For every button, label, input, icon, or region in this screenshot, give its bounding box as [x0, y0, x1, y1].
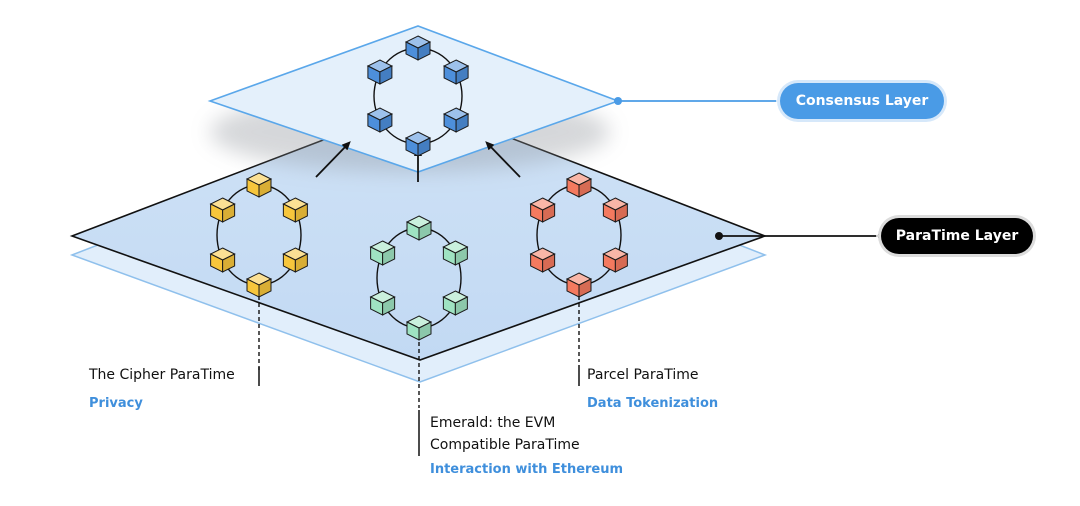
consensus-node-ring	[366, 35, 470, 157]
emerald-node-cube	[369, 240, 396, 266]
cipher-node-ring	[209, 172, 309, 298]
consensus-connector-dot-start	[614, 97, 622, 105]
parcel-node-cube	[602, 197, 629, 223]
parcel-node-cube	[529, 247, 556, 273]
consensus-node-cube	[404, 131, 432, 157]
parcel-paratime-tagline: Data Tokenization	[587, 396, 719, 411]
emerald-node-ring	[369, 215, 469, 341]
emerald-paratime-label-line2: Compatible ParaTime	[430, 437, 580, 453]
consensus-layer-badge: Consensus Layer	[780, 83, 944, 119]
parcel-node-cube	[565, 172, 593, 198]
emerald-node-cube	[405, 215, 433, 241]
consensus-node-cube	[366, 59, 394, 85]
cipher-paratime-tagline: Privacy	[89, 396, 143, 411]
arrow-parcel-to-consensus	[485, 141, 521, 178]
consensus-node-cube	[442, 107, 470, 133]
parcel-node-cube	[602, 247, 629, 273]
emerald-node-cube	[442, 290, 469, 316]
consensus-node-cube	[366, 107, 394, 133]
emerald-node-cube	[442, 240, 469, 266]
emerald-node-cube	[405, 315, 433, 341]
parcel-node-ring	[529, 172, 629, 298]
consensus-node-cube	[404, 35, 432, 61]
paratime-connector-dot-start	[715, 232, 723, 240]
emerald-node-cube	[369, 290, 396, 316]
cipher-node-cube	[282, 197, 309, 223]
emerald-paratime-tagline: Interaction with Ethereum	[430, 462, 624, 477]
cipher-node-cube	[209, 247, 236, 273]
parcel-node-cube	[565, 272, 593, 298]
cipher-node-cube	[209, 197, 236, 223]
paratime-layer-badge: ParaTime Layer	[881, 218, 1033, 254]
cipher-node-cube	[282, 247, 309, 273]
cipher-paratime-label: The Cipher ParaTime	[89, 367, 235, 383]
parcel-paratime-label: Parcel ParaTime	[587, 367, 699, 383]
cipher-node-cube	[245, 272, 273, 298]
emerald-paratime-label-line1: Emerald: the EVM	[430, 415, 556, 431]
arrow-cipher-to-consensus	[315, 141, 351, 178]
cipher-node-cube	[245, 172, 273, 198]
parcel-node-cube	[529, 197, 556, 223]
consensus-node-cube	[442, 59, 470, 85]
